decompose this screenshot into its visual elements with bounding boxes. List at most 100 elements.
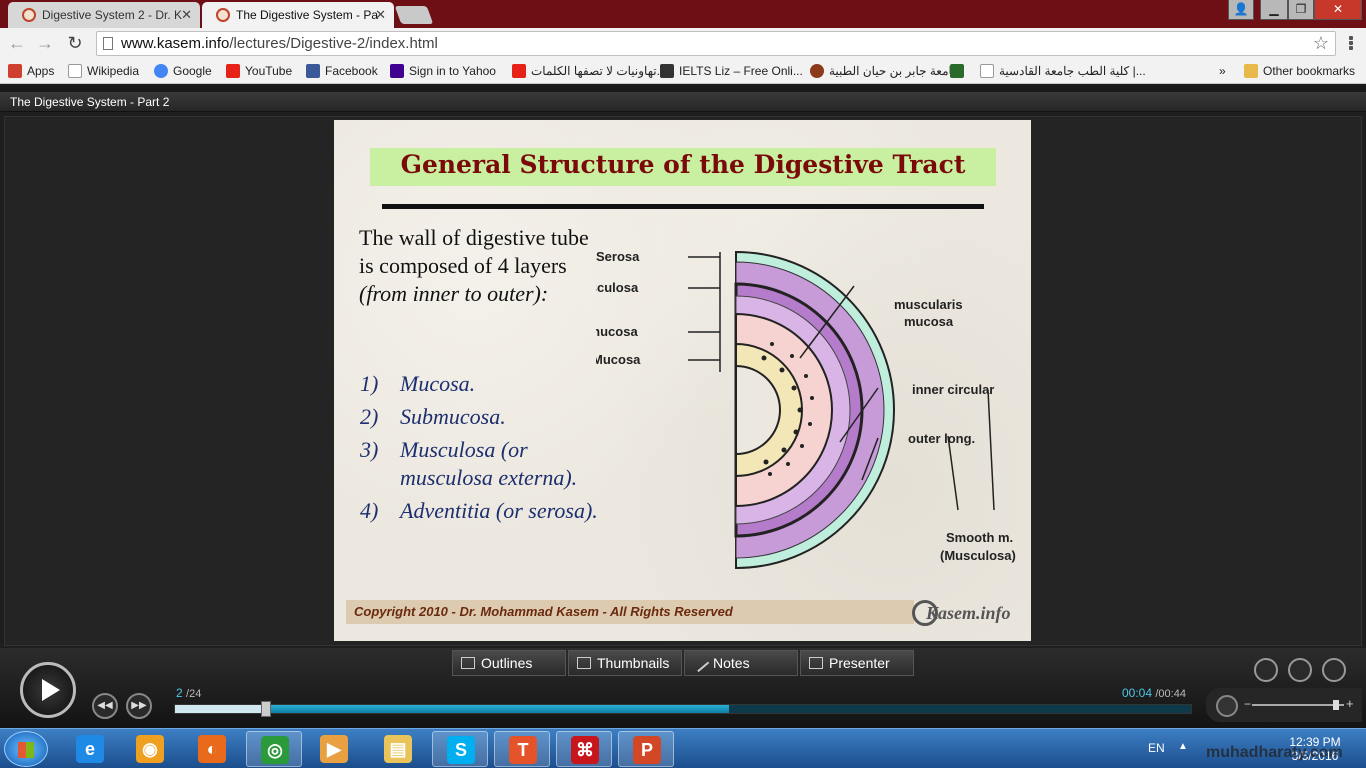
- bookmark-google[interactable]: Google: [154, 63, 212, 79]
- label-musculosa-paren: (Musculosa): [940, 548, 1016, 563]
- address-bar[interactable]: www.kasem.info/lectures/Digestive-2/inde…: [96, 31, 1336, 56]
- browser-tab-2[interactable]: The Digestive System - Pa ✕: [202, 2, 394, 28]
- bookmark-other[interactable]: Other bookmarks: [1244, 63, 1355, 79]
- tab-label: Presenter: [829, 655, 890, 671]
- volume-knob[interactable]: [1333, 700, 1340, 710]
- layer-number: 3): [360, 437, 379, 462]
- volume-minus-icon[interactable]: −: [1244, 697, 1252, 711]
- gut-wall-diagram: Serosa Musculosa Submucosa Mucosa muscul…: [596, 249, 1016, 570]
- volume-control: − +: [1206, 688, 1362, 722]
- language-indicator[interactable]: EN: [1148, 741, 1165, 755]
- taskbar-app[interactable]: S: [432, 731, 488, 767]
- tray-expand-icon[interactable]: ▲: [1178, 741, 1188, 752]
- taskbar-app[interactable]: ◎: [246, 731, 302, 767]
- bookmark-label: IELTS Liz – Free Onli...: [679, 64, 803, 78]
- start-button[interactable]: [4, 731, 48, 767]
- user-profile-icon[interactable]: 👤: [1228, 0, 1254, 20]
- apps-grid-icon: [8, 64, 22, 78]
- label-outer-long: outer long.: [908, 431, 975, 446]
- url-path: /lectures/Digestive-2/index.html: [229, 35, 438, 52]
- google-icon: [154, 64, 168, 78]
- next-slide-button[interactable]: ▶▶: [126, 693, 152, 719]
- watermark: muhadharaty.com: [1206, 744, 1343, 761]
- browser-tab-1[interactable]: Digestive System 2 - Dr. K ✕: [8, 2, 200, 28]
- bookmark-facebook[interactable]: Facebook: [306, 63, 378, 79]
- tab-outlines[interactable]: Outlines: [452, 650, 566, 676]
- tab-thumbnails[interactable]: Thumbnails: [568, 650, 682, 676]
- bookmark-star-icon[interactable]: ☆: [1312, 33, 1329, 53]
- kasem-favicon-icon: [22, 8, 36, 22]
- slide-intro-text: The wall of digestive tube is composed o…: [359, 224, 599, 308]
- skype-icon: S: [447, 736, 475, 764]
- minimize-button[interactable]: ▁: [1260, 0, 1288, 20]
- maximize-button[interactable]: ❐: [1288, 0, 1314, 20]
- new-tab-button[interactable]: [394, 6, 434, 24]
- seek-handle[interactable]: [261, 701, 272, 717]
- tab-presenter[interactable]: Presenter: [800, 650, 914, 676]
- volume-plus-icon[interactable]: +: [1346, 696, 1354, 711]
- search-icon[interactable]: [1288, 658, 1312, 682]
- previous-slide-button[interactable]: ◀◀: [92, 693, 118, 719]
- taskbar-app[interactable]: ◐: [184, 731, 240, 767]
- page-icon: [68, 64, 82, 78]
- layers-list: 1)Mucosa. 2)Submucosa. 3)Musculosa (or m…: [360, 370, 600, 530]
- close-tab-icon[interactable]: ✕: [375, 7, 386, 22]
- layer-text: Submucosa.: [400, 404, 506, 429]
- back-arrow-icon[interactable]: ←: [8, 33, 26, 53]
- volume-slider[interactable]: [1252, 704, 1344, 706]
- internet-explorer-icon: e: [76, 735, 104, 763]
- list-icon: [461, 657, 475, 669]
- taskbar-app[interactable]: ⌘: [556, 731, 612, 767]
- bookmark-qadisiyah[interactable]: كلية الطب جامعة القادسية |...: [980, 63, 1146, 79]
- kasem-favicon-icon: [216, 8, 230, 22]
- layer-text: Adventitia (or serosa).: [400, 498, 598, 523]
- label-submucosa: Submucosa: [596, 324, 638, 339]
- player-controls: Outlines Thumbnails Notes Presenter ◀◀ ▶…: [0, 648, 1366, 728]
- tab-notes[interactable]: Notes: [684, 650, 798, 676]
- taskbar-app[interactable]: ▶: [306, 731, 362, 767]
- bookmark-yahoo[interactable]: Sign in to Yahoo: [390, 63, 496, 79]
- bookmark-wikipedia[interactable]: Wikipedia: [68, 63, 139, 79]
- intro-text: The wall of digestive tube is composed o…: [359, 225, 589, 278]
- reload-icon[interactable]: ↻: [67, 33, 83, 53]
- speaker-icon[interactable]: [1216, 695, 1238, 717]
- site-icon: [950, 64, 964, 78]
- system-clock[interactable]: 12:39 PM 3/5/2016: [1280, 735, 1350, 763]
- bookmarks-overflow-chevron[interactable]: »: [1219, 63, 1226, 79]
- taskbar-app[interactable]: e: [62, 731, 118, 767]
- url-host: www.kasem.info: [121, 35, 230, 52]
- close-window-button[interactable]: ✕: [1314, 0, 1362, 20]
- chrome-menu-icon[interactable]: [1344, 36, 1358, 50]
- taskbar-app[interactable]: T: [494, 731, 550, 767]
- layer-brackets: [688, 252, 995, 511]
- forward-arrow-icon[interactable]: →: [36, 33, 54, 53]
- close-tab-icon[interactable]: ✕: [181, 7, 192, 22]
- bookmark-apps[interactable]: Apps: [8, 63, 54, 79]
- file-explorer-icon: ▤: [384, 735, 412, 763]
- bookmark-jabir-university[interactable]: جامعة جابر بن حيان الطبية: [810, 63, 960, 79]
- fullscreen-icon[interactable]: [1322, 658, 1346, 682]
- clock-time: 12:39 PM: [1289, 735, 1341, 749]
- pdf-reader-icon: ⌘: [571, 736, 599, 764]
- bookmark-ielts[interactable]: IELTS Liz – Free Onli...: [660, 63, 803, 79]
- slide-total: /24: [186, 688, 202, 700]
- info-icon[interactable]: [1254, 658, 1278, 682]
- taskbar-app[interactable]: ▤: [370, 731, 426, 767]
- bookmark-label: كلية الطب جامعة القادسية |...: [999, 64, 1146, 78]
- bookmark-site[interactable]: [950, 63, 969, 79]
- taskbar-app[interactable]: ◉: [122, 731, 178, 767]
- youtube-icon: [512, 64, 526, 78]
- bookmark-youtube-arabic[interactable]: تهاونيات لا تصفها الكلمات...: [512, 63, 667, 79]
- progress-fill: [175, 705, 729, 713]
- browser-tab-strip: Digestive System 2 - Dr. K ✕ The Digesti…: [0, 0, 1366, 28]
- powerpoint-icon: P: [633, 736, 661, 764]
- slide-title: General Structure of the Digestive Tract: [400, 150, 966, 179]
- bookmark-youtube[interactable]: YouTube: [226, 63, 292, 79]
- tab-label: Outlines: [481, 655, 533, 671]
- bookmark-label: جامعة جابر بن حيان الطبية: [829, 64, 960, 78]
- play-button[interactable]: [20, 662, 76, 718]
- progress-bar[interactable]: [174, 701, 1192, 717]
- taskbar-app[interactable]: P: [618, 731, 674, 767]
- youtube-icon: [226, 64, 240, 78]
- gut-wall-cross-section: [734, 250, 895, 570]
